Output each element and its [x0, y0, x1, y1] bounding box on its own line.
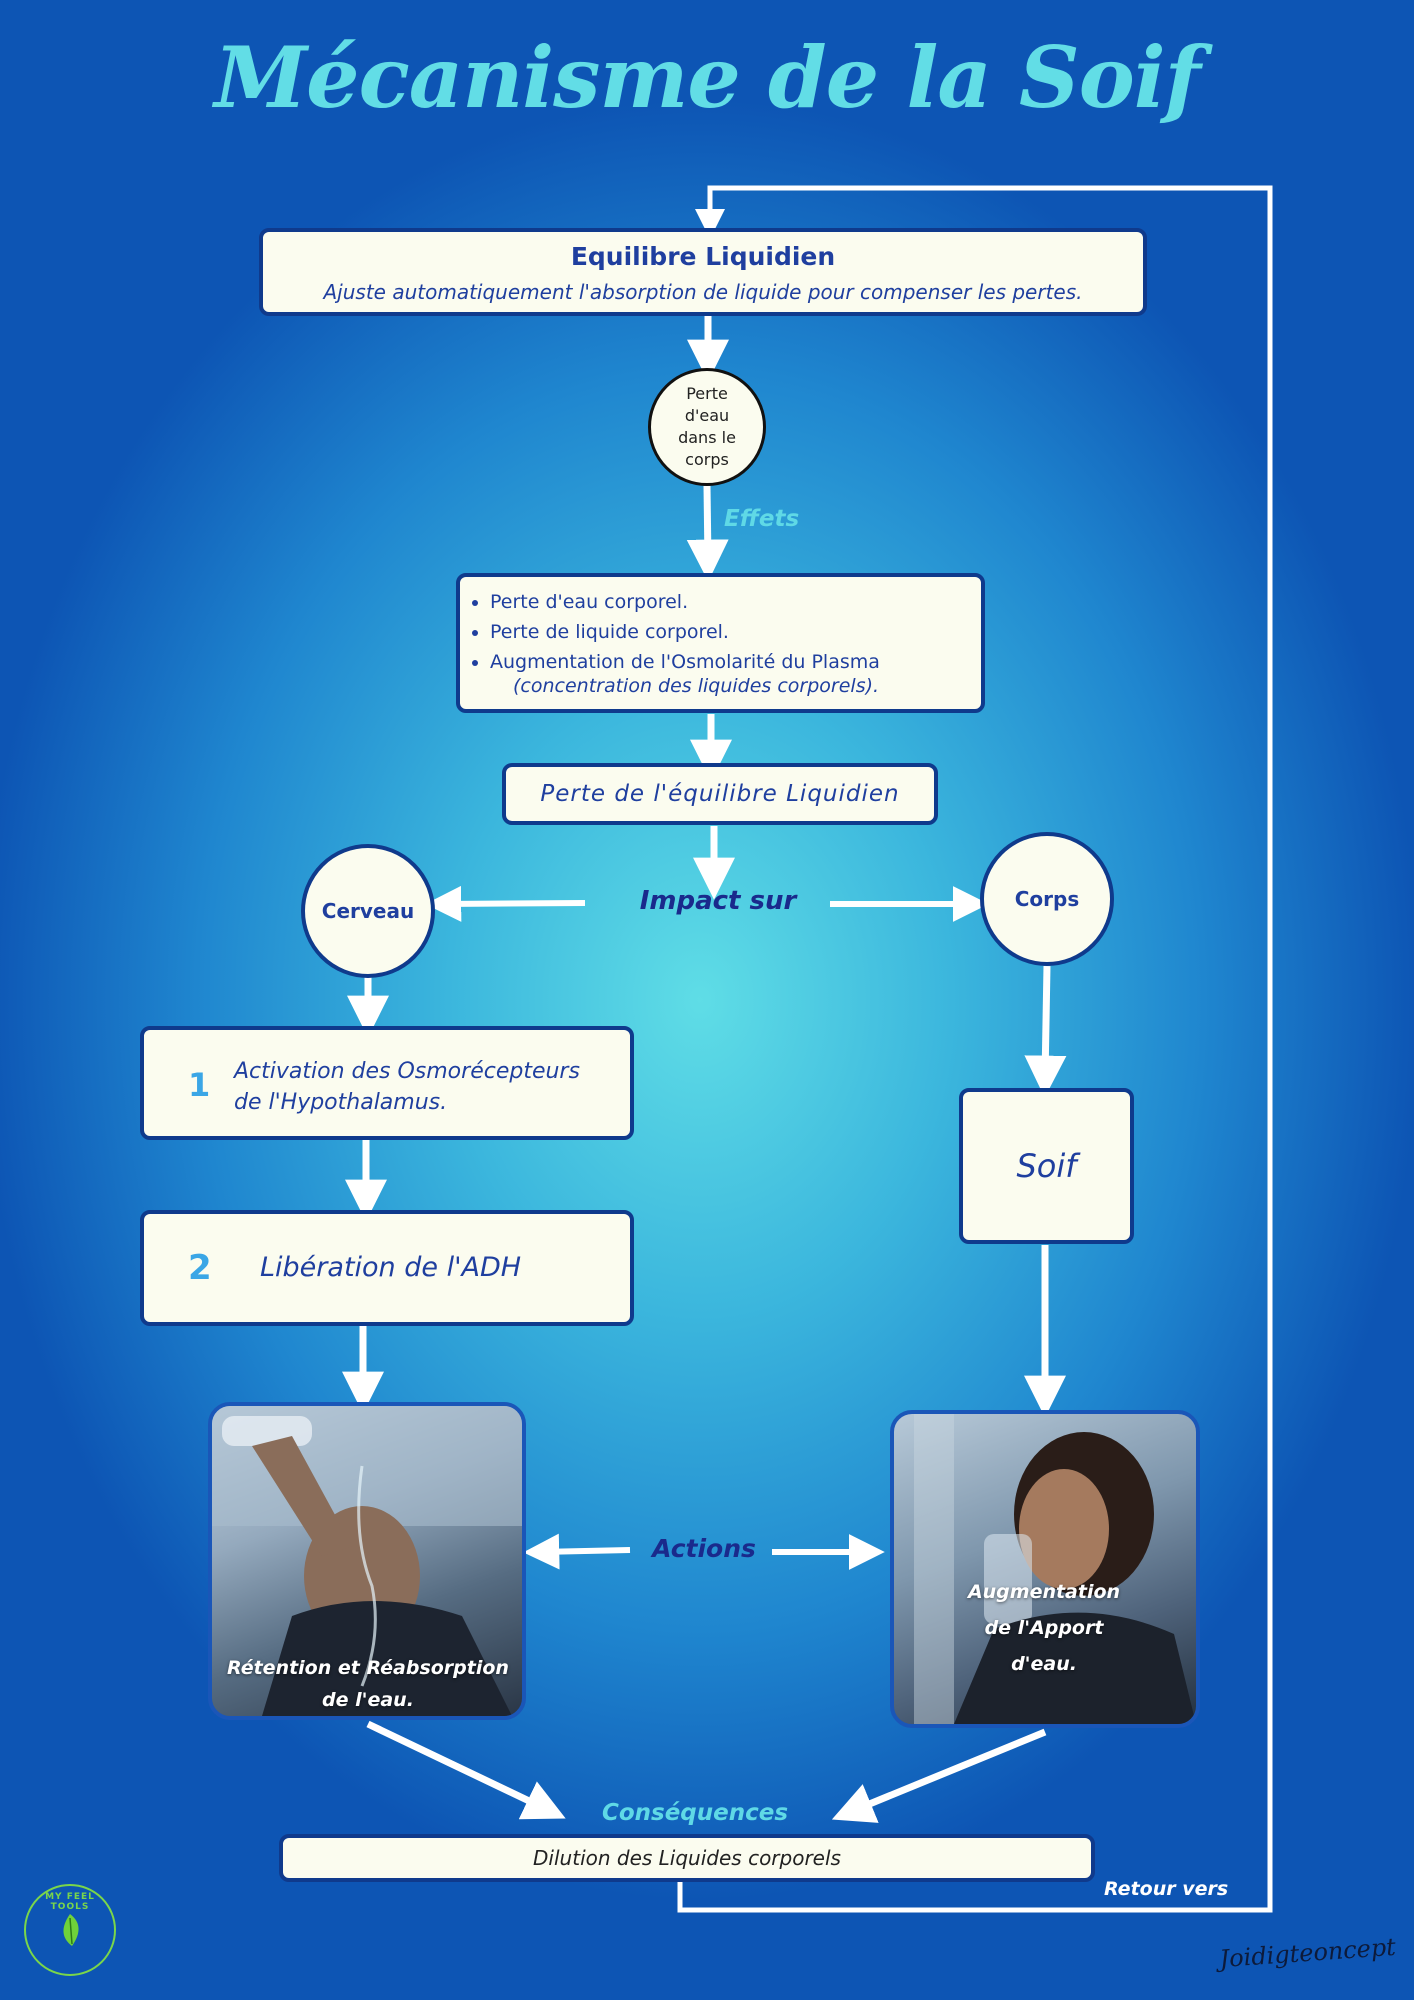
cerveau-text: Cerveau: [321, 899, 415, 923]
arrow-corps-soif: [1024, 965, 1067, 1098]
equilibre-heading: Equilibre Liquidien: [570, 242, 836, 271]
dilution-text: Dilution des Liquides corporels: [533, 1846, 841, 1870]
photo-drinking-woman: Augmentation de l'Apport d'eau.: [890, 1410, 1200, 1728]
perte-equilibre-text: Perte de l'équilibre Liquidien: [540, 781, 900, 807]
effets-label: Effets: [724, 506, 800, 532]
soif-text: Soif: [1016, 1147, 1077, 1185]
photo-right-caption: Augmentation de l'Apport d'eau.: [967, 1581, 1121, 1675]
actions-label: Actions: [652, 1534, 756, 1563]
retour-label: Retour vers: [1104, 1878, 1229, 1900]
effect-item: Augmentation de l'Osmolarité du Plasma: [490, 647, 981, 677]
arrow-actions-left: [523, 1533, 631, 1570]
equilibre-box: Equilibre Liquidien Ajuste automatiqueme…: [259, 228, 1147, 316]
arrow-impact-cerveau: [425, 885, 586, 922]
arrow-photo-right-consequences: [831, 1728, 1047, 1823]
brand-logo: MY FEEL TOOLS: [24, 1884, 116, 1976]
step2-box: 2 Libération de l'ADH: [140, 1210, 634, 1326]
effects-note: (concentration des liquides corporels).: [513, 675, 880, 697]
woman-silhouette: [914, 1414, 1196, 1724]
impact-label: Impact sur: [639, 886, 797, 916]
man-silhouette: [212, 1406, 522, 1716]
perte-equilibre-box: Perte de l'équilibre Liquidien: [502, 763, 938, 825]
page-title: Mécanisme de la Soif: [214, 28, 1201, 127]
consequences-label: Conséquences: [601, 1800, 789, 1826]
perte-eau-circle: Perte d'eau dans le corps: [648, 368, 766, 486]
soif-box: Soif: [959, 1088, 1134, 1244]
photo-rehydration-man: Rétention et Réabsorption de l'eau.: [208, 1402, 526, 1720]
dilution-box: Dilution des Liquides corporels: [279, 1834, 1095, 1882]
effect-item: Perte de liquide corporel.: [490, 617, 981, 647]
equilibre-subtitle: Ajuste automatiquement l'absorption de l…: [323, 280, 1083, 304]
cerveau-circle: Cerveau: [301, 844, 435, 978]
loop-line: [677, 185, 1273, 1913]
effect-item: Perte d'eau corporel.: [490, 587, 981, 617]
step1-box: 1 Activation des Osmorécepteurs de l'Hyp…: [140, 1026, 634, 1140]
arrow-photo-left-consequences: [366, 1720, 566, 1820]
effects-box: Perte d'eau corporel. Perte de liquide c…: [456, 573, 985, 713]
corps-text: Corps: [1014, 887, 1080, 911]
arrow-perte-effets: [686, 485, 729, 582]
photo-left-caption: Rétention et Réabsorption de l'eau.: [227, 1657, 509, 1711]
corps-circle: Corps: [980, 832, 1114, 966]
step2-text: Libération de l'ADH: [260, 1252, 522, 1283]
leaf-icon: [63, 1914, 79, 1946]
step1-number: 1: [188, 1066, 211, 1104]
effects-list: Perte d'eau corporel. Perte de liquide c…: [460, 587, 981, 677]
logo-text: MY FEEL TOOLS: [45, 1892, 95, 1912]
step1-text: Activation des Osmorécepteurs de l'Hypot…: [234, 1059, 580, 1115]
perte-eau-text: Perte d'eau dans le corps: [678, 384, 736, 469]
step2-number: 2: [188, 1248, 212, 1288]
